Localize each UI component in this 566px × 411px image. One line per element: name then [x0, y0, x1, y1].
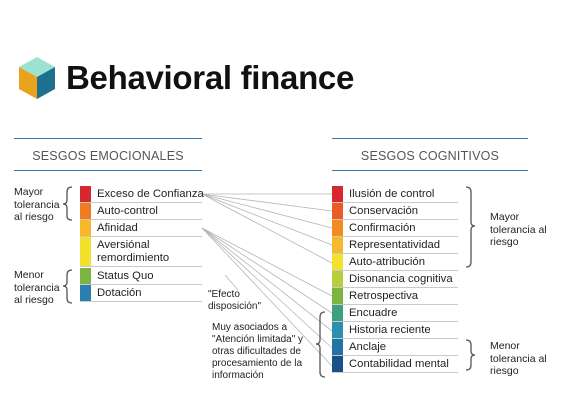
list-item: Status Quo	[80, 268, 202, 285]
color-swatch	[80, 220, 91, 236]
right-high-tolerance-label: Mayor tolerancia al riesgo	[490, 211, 547, 248]
list-item: Auto-atribución	[332, 254, 458, 271]
left-section-header: SESGOS EMOCIONALES	[32, 149, 184, 163]
color-swatch	[80, 268, 91, 284]
color-swatch	[332, 288, 343, 304]
color-swatch	[332, 271, 343, 287]
cube-logo-icon	[19, 57, 55, 99]
list-item: Disonancia cognitiva	[332, 271, 458, 288]
right-low-tolerance-label: Menor tolerancia al riesgo	[490, 340, 547, 377]
left-high-tolerance-label: Mayor tolerancia al riesgo	[14, 186, 60, 223]
list-item: Historia reciente	[332, 322, 458, 339]
list-item: Contabilidad mental	[332, 356, 458, 373]
color-swatch	[80, 285, 91, 301]
color-swatch	[332, 220, 343, 236]
color-swatch	[332, 237, 343, 253]
attention-connectors	[201, 227, 333, 367]
right-header-rule-bottom	[332, 170, 528, 171]
color-swatch	[332, 339, 343, 355]
color-swatch	[332, 322, 343, 338]
disposition-pointer	[224, 274, 239, 291]
list-item: Conservación	[332, 203, 458, 220]
overconfidence-connectors	[201, 193, 333, 264]
color-swatch	[80, 186, 91, 202]
color-swatch	[80, 203, 91, 219]
color-swatch	[332, 356, 343, 372]
color-swatch	[332, 203, 343, 219]
disposition-effect-note: "Efecto disposición"	[208, 289, 262, 312]
right-section-header: SESGOS COGNITIVOS	[360, 149, 500, 163]
list-item: Exceso de Confianza	[80, 186, 204, 203]
list-item: Retrospectiva	[332, 288, 458, 305]
right-top-bracket	[465, 186, 476, 268]
left-header-rule-bottom	[14, 170, 202, 171]
list-item: Dotación	[80, 285, 202, 302]
attention-bracket	[315, 311, 326, 378]
left-header-rule-top	[14, 138, 202, 139]
left-low-tolerance-label: Menor tolerancia al riesgo	[14, 269, 60, 306]
color-swatch	[80, 237, 91, 266]
title-row: Behavioral finance	[18, 54, 354, 102]
left-top-bracket	[62, 186, 73, 221]
left-bottom-bracket	[62, 269, 73, 304]
list-item: Anclaje	[332, 339, 458, 356]
list-item: Confirmación	[332, 220, 458, 237]
list-item: Auto-control	[80, 203, 202, 220]
list-item: Encuadre	[332, 305, 458, 322]
attention-note: Muy asociados a "Atención limitada" y ot…	[212, 322, 304, 381]
list-item: Representatividad	[332, 237, 458, 254]
color-swatch	[332, 186, 343, 202]
list-item: Ilusión de control	[332, 186, 458, 203]
color-swatch	[332, 305, 343, 321]
right-bottom-bracket	[465, 339, 476, 371]
list-item: Aversiónal remordimiento	[80, 237, 202, 267]
color-swatch	[332, 254, 343, 270]
list-item: Afinidad	[80, 220, 202, 237]
right-header-rule-top	[332, 138, 528, 139]
page-title: Behavioral finance	[66, 59, 355, 96]
